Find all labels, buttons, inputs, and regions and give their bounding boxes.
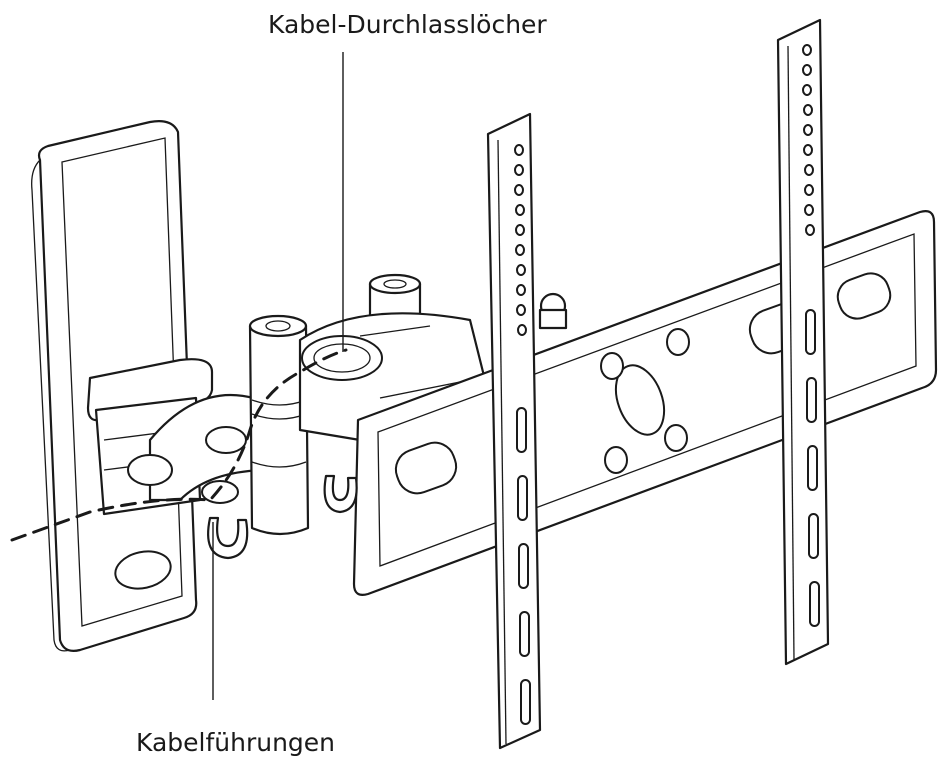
cable-route xyxy=(10,348,348,542)
horizontal-rail xyxy=(352,210,938,596)
cable-guide-hook xyxy=(323,474,358,514)
wall-plate-slot xyxy=(114,550,172,590)
middle-pivot xyxy=(248,314,310,536)
vertical-bracket-left xyxy=(486,112,542,750)
cable-guide-hook xyxy=(207,516,249,560)
bracket-hole-column xyxy=(802,44,815,236)
label-cable-holes: Kabel-Durchlasslöcher xyxy=(268,10,547,39)
vertical-bracket-right xyxy=(776,18,830,666)
bracket-hole-column xyxy=(514,144,527,336)
label-cable-guides: Kabelführungen xyxy=(136,728,336,757)
cable-hole xyxy=(301,335,383,381)
cable-guide-hooks xyxy=(207,474,358,560)
rail-center-hole xyxy=(614,364,666,436)
